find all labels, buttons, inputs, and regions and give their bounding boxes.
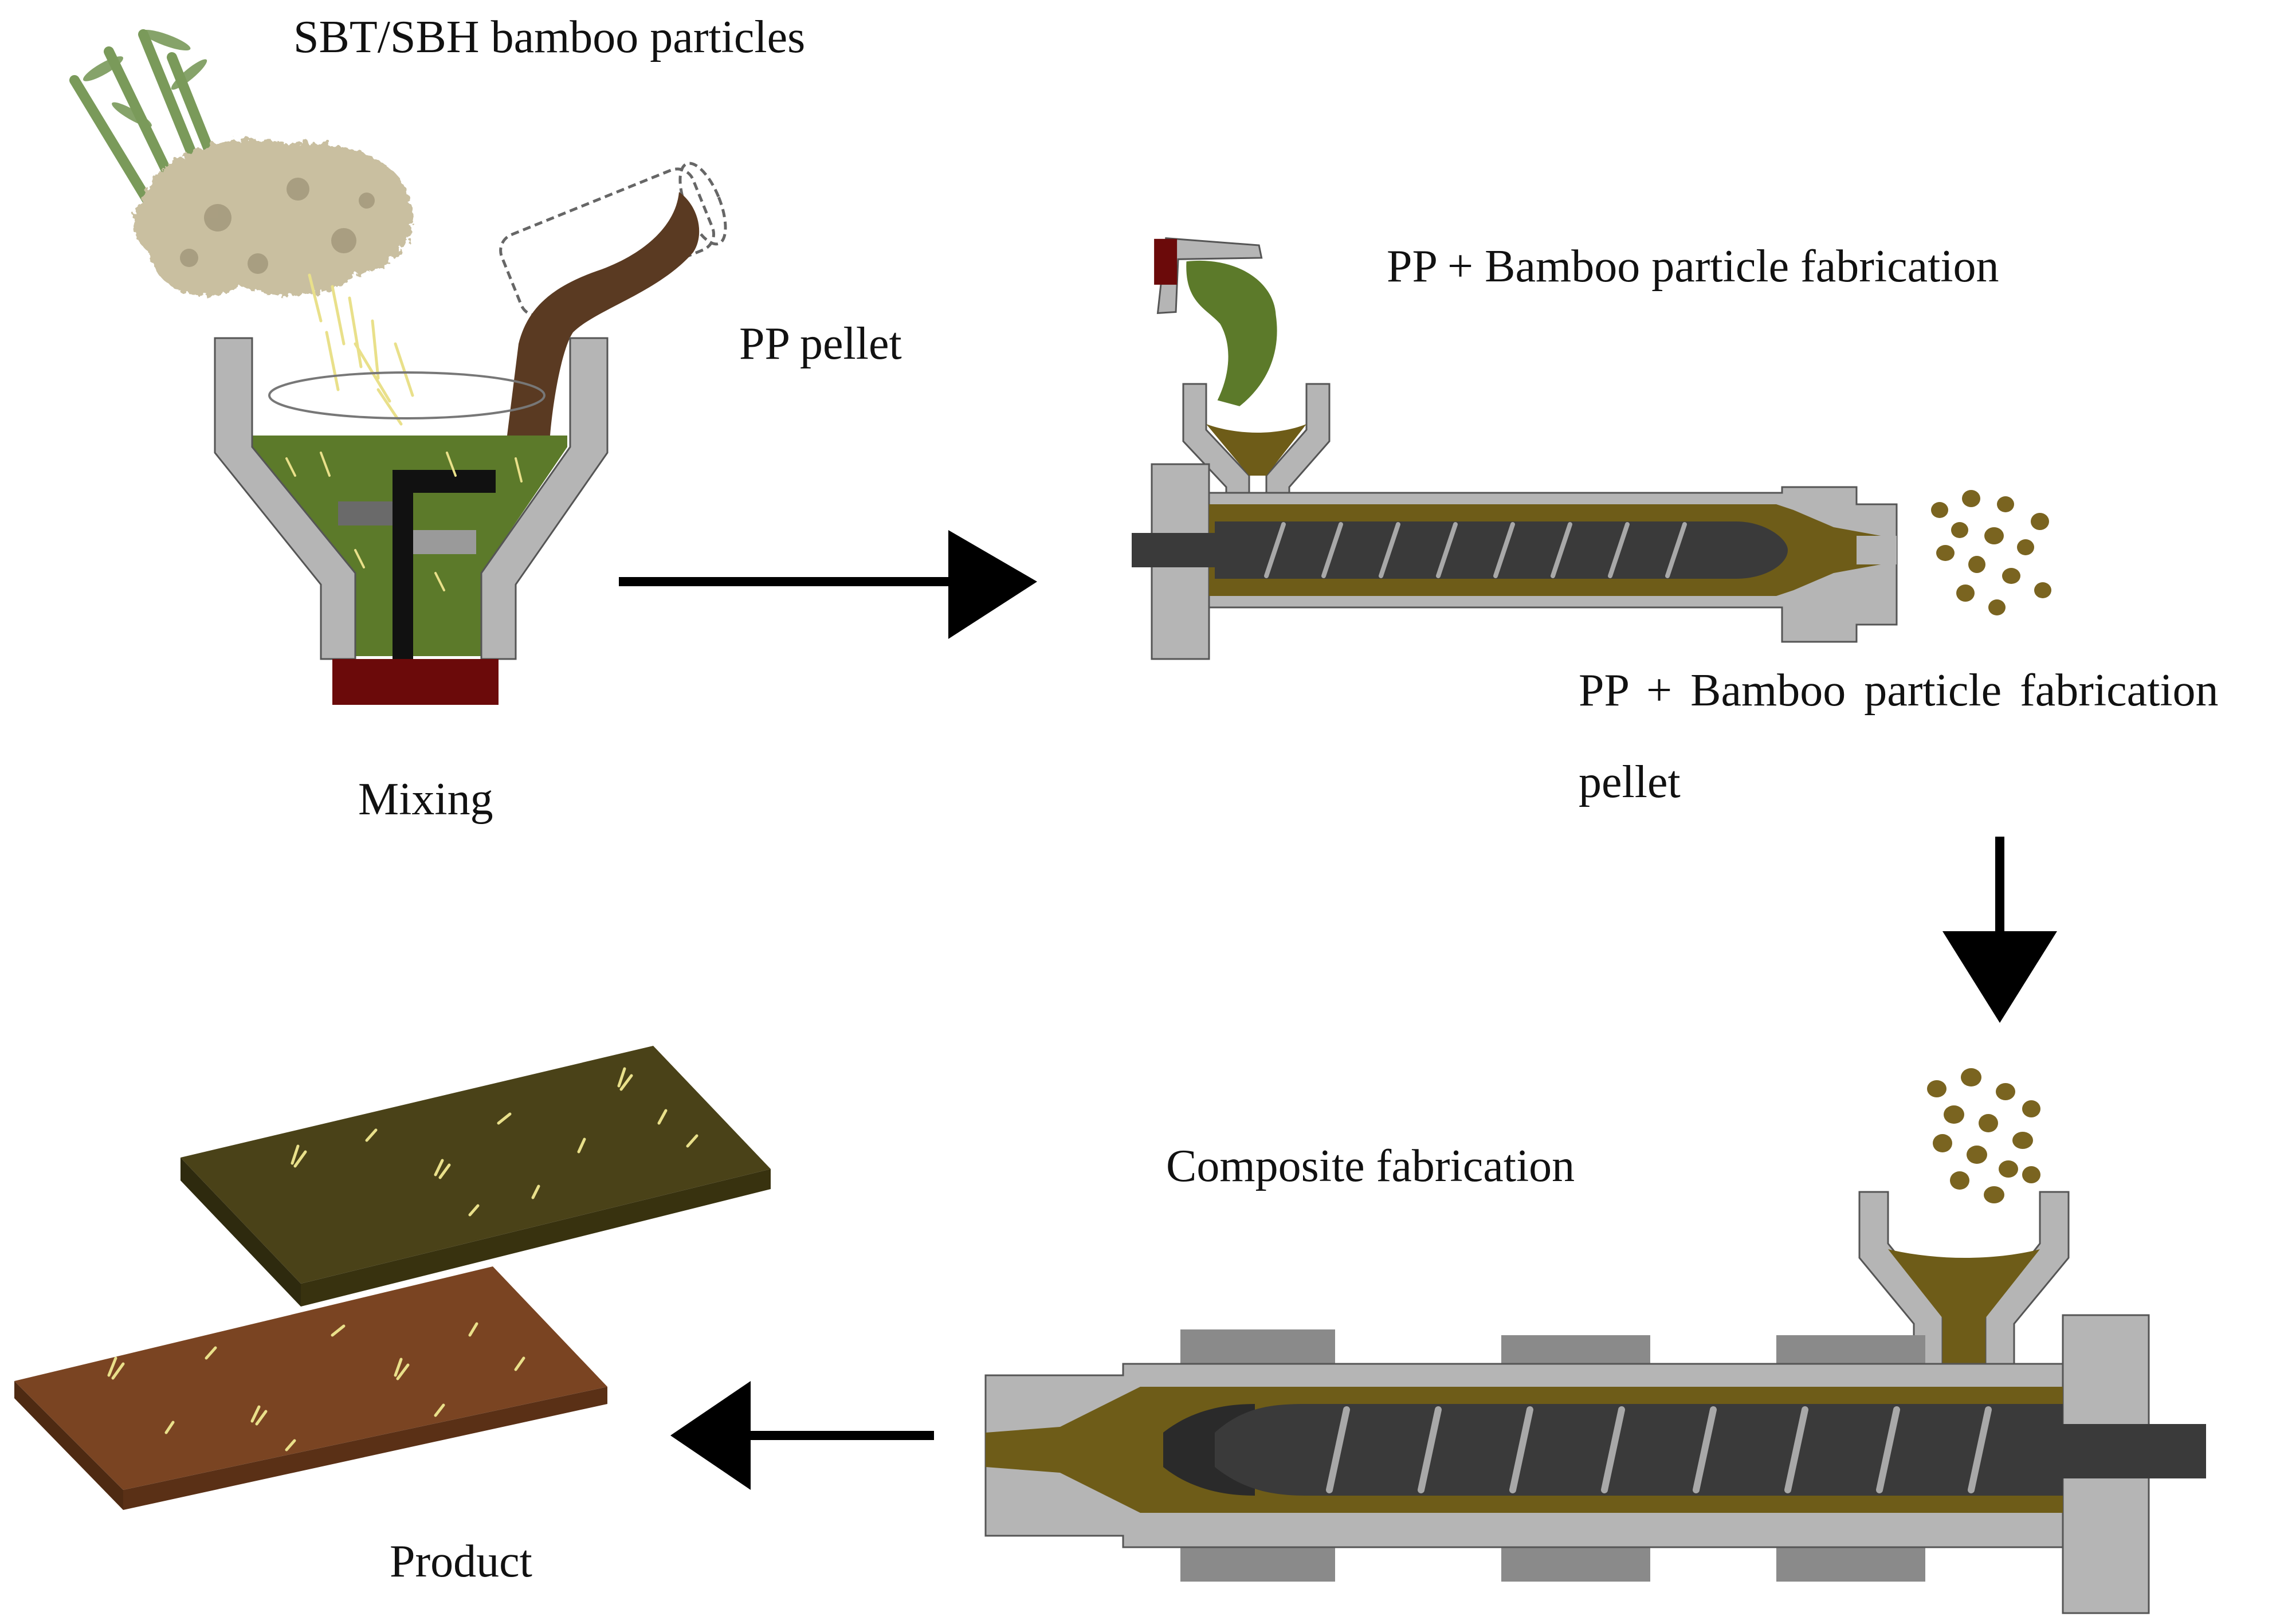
injection-molder-icon: [984, 1068, 2206, 1614]
product-label: Product: [390, 1536, 532, 1587]
extrusion-label: PP + Bamboo particle fabrication: [1387, 241, 1999, 292]
pp-pellet-label: PP pellet: [739, 319, 902, 369]
bamboo-particles-label: SBT/SBH bamboo particles: [293, 12, 806, 62]
extruder-icon: [1132, 237, 1898, 660]
arrow-right-icon: [619, 530, 1037, 639]
arrow-left-icon: [670, 1381, 934, 1490]
pellets-icon: [1931, 490, 2051, 615]
product-plates-icon: [14, 1046, 771, 1510]
mixing-label: Mixing: [358, 774, 493, 825]
beaker-icon: [499, 162, 727, 436]
mixer-icon: [214, 337, 609, 705]
composite-label: Composite fabrication: [1166, 1141, 1575, 1191]
bamboo-powder-icon: [134, 139, 414, 426]
arrow-down-icon: [1942, 837, 2057, 1023]
pellet-label-line1: PP + Bamboo particle fabrication: [1579, 665, 2219, 716]
pellet-label-line2: pellet: [1579, 757, 1681, 807]
